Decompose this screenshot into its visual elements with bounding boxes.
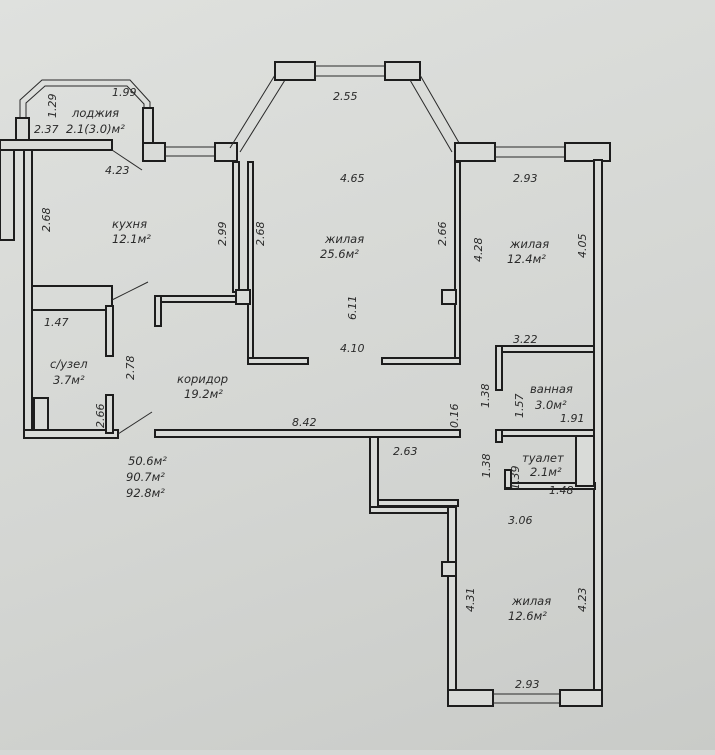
dim: 0.16 <box>448 404 461 429</box>
corridor-area: 19.2м² <box>184 387 223 401</box>
dim: 4.23 <box>576 588 589 613</box>
kitchen-area: 12.1м² <box>112 232 151 246</box>
dim: 1.38 <box>479 384 492 409</box>
dim: 3.06 <box>508 514 533 527</box>
kitchen-name: кухня <box>112 217 147 231</box>
total-area-with-loggia: 92.8м² <box>126 486 165 500</box>
walls <box>0 61 611 707</box>
dim: 1.91 <box>560 412 585 425</box>
dim: 2.66 <box>94 404 107 429</box>
toilet-area: 2.1м² <box>530 465 562 479</box>
living-main-area: 25.6м² <box>320 247 359 261</box>
corridor-name: коридор <box>177 372 228 386</box>
dim: 2.68 <box>40 208 53 233</box>
room-labels: лоджия 2.1(3.0)м² кухня 12.1м² жилая 25.… <box>50 106 573 623</box>
dim: 3.22 <box>513 333 538 346</box>
dim: 4.65 <box>340 172 365 185</box>
dim: 1.39 <box>509 466 522 491</box>
dim: 1.48 <box>549 484 574 497</box>
dim: 1.57 <box>513 394 526 419</box>
toilet-name: туалет <box>522 451 564 465</box>
dimensions: 1.29 1.99 2.37 4.23 2.68 2.99 2.55 4.65 … <box>34 86 589 691</box>
dim: 1.99 <box>112 86 137 99</box>
dim: 2.78 <box>124 356 137 381</box>
dim: 2.99 <box>216 222 229 247</box>
dim: 2.66 <box>436 222 449 247</box>
total-area: 90.7м² <box>126 470 165 484</box>
dim: 4.05 <box>576 234 589 259</box>
loggia-area: 2.1(3.0)м² <box>66 122 125 136</box>
bathroom-area: 3.0м² <box>535 398 567 412</box>
dim: 4.10 <box>340 342 365 355</box>
bathroom-name: ванная <box>530 382 573 396</box>
dim: 8.42 <box>292 416 317 429</box>
dim: 1.47 <box>44 316 69 329</box>
total-areas: 50.6м² 90.7м² 92.8м² <box>126 454 167 500</box>
dim: 2.63 <box>393 445 418 458</box>
dim: 2.55 <box>333 90 358 103</box>
dim: 4.31 <box>464 588 477 613</box>
dim: 6.11 <box>346 296 359 321</box>
dim: 2.68 <box>254 222 267 247</box>
living-right-name: жилая <box>509 237 549 251</box>
wc-area: 3.7м² <box>53 373 85 387</box>
dim: 4.28 <box>472 238 485 263</box>
total-living-area: 50.6м² <box>128 454 167 468</box>
dim: 4.23 <box>105 164 130 177</box>
loggia-name: лоджия <box>71 106 119 120</box>
dim: 2.93 <box>513 172 538 185</box>
living-bottom-name: жилая <box>511 594 551 608</box>
dim-loggia-width: 2.37 <box>34 123 59 136</box>
living-bottom-area: 12.6м² <box>508 609 547 623</box>
dim: 1.29 <box>46 94 59 119</box>
wc-name: с/узел <box>50 357 88 371</box>
living-main-name: жилая <box>324 232 364 246</box>
dim: 1.38 <box>480 454 493 479</box>
dim: 2.93 <box>515 678 540 691</box>
living-right-area: 12.4м² <box>507 252 546 266</box>
